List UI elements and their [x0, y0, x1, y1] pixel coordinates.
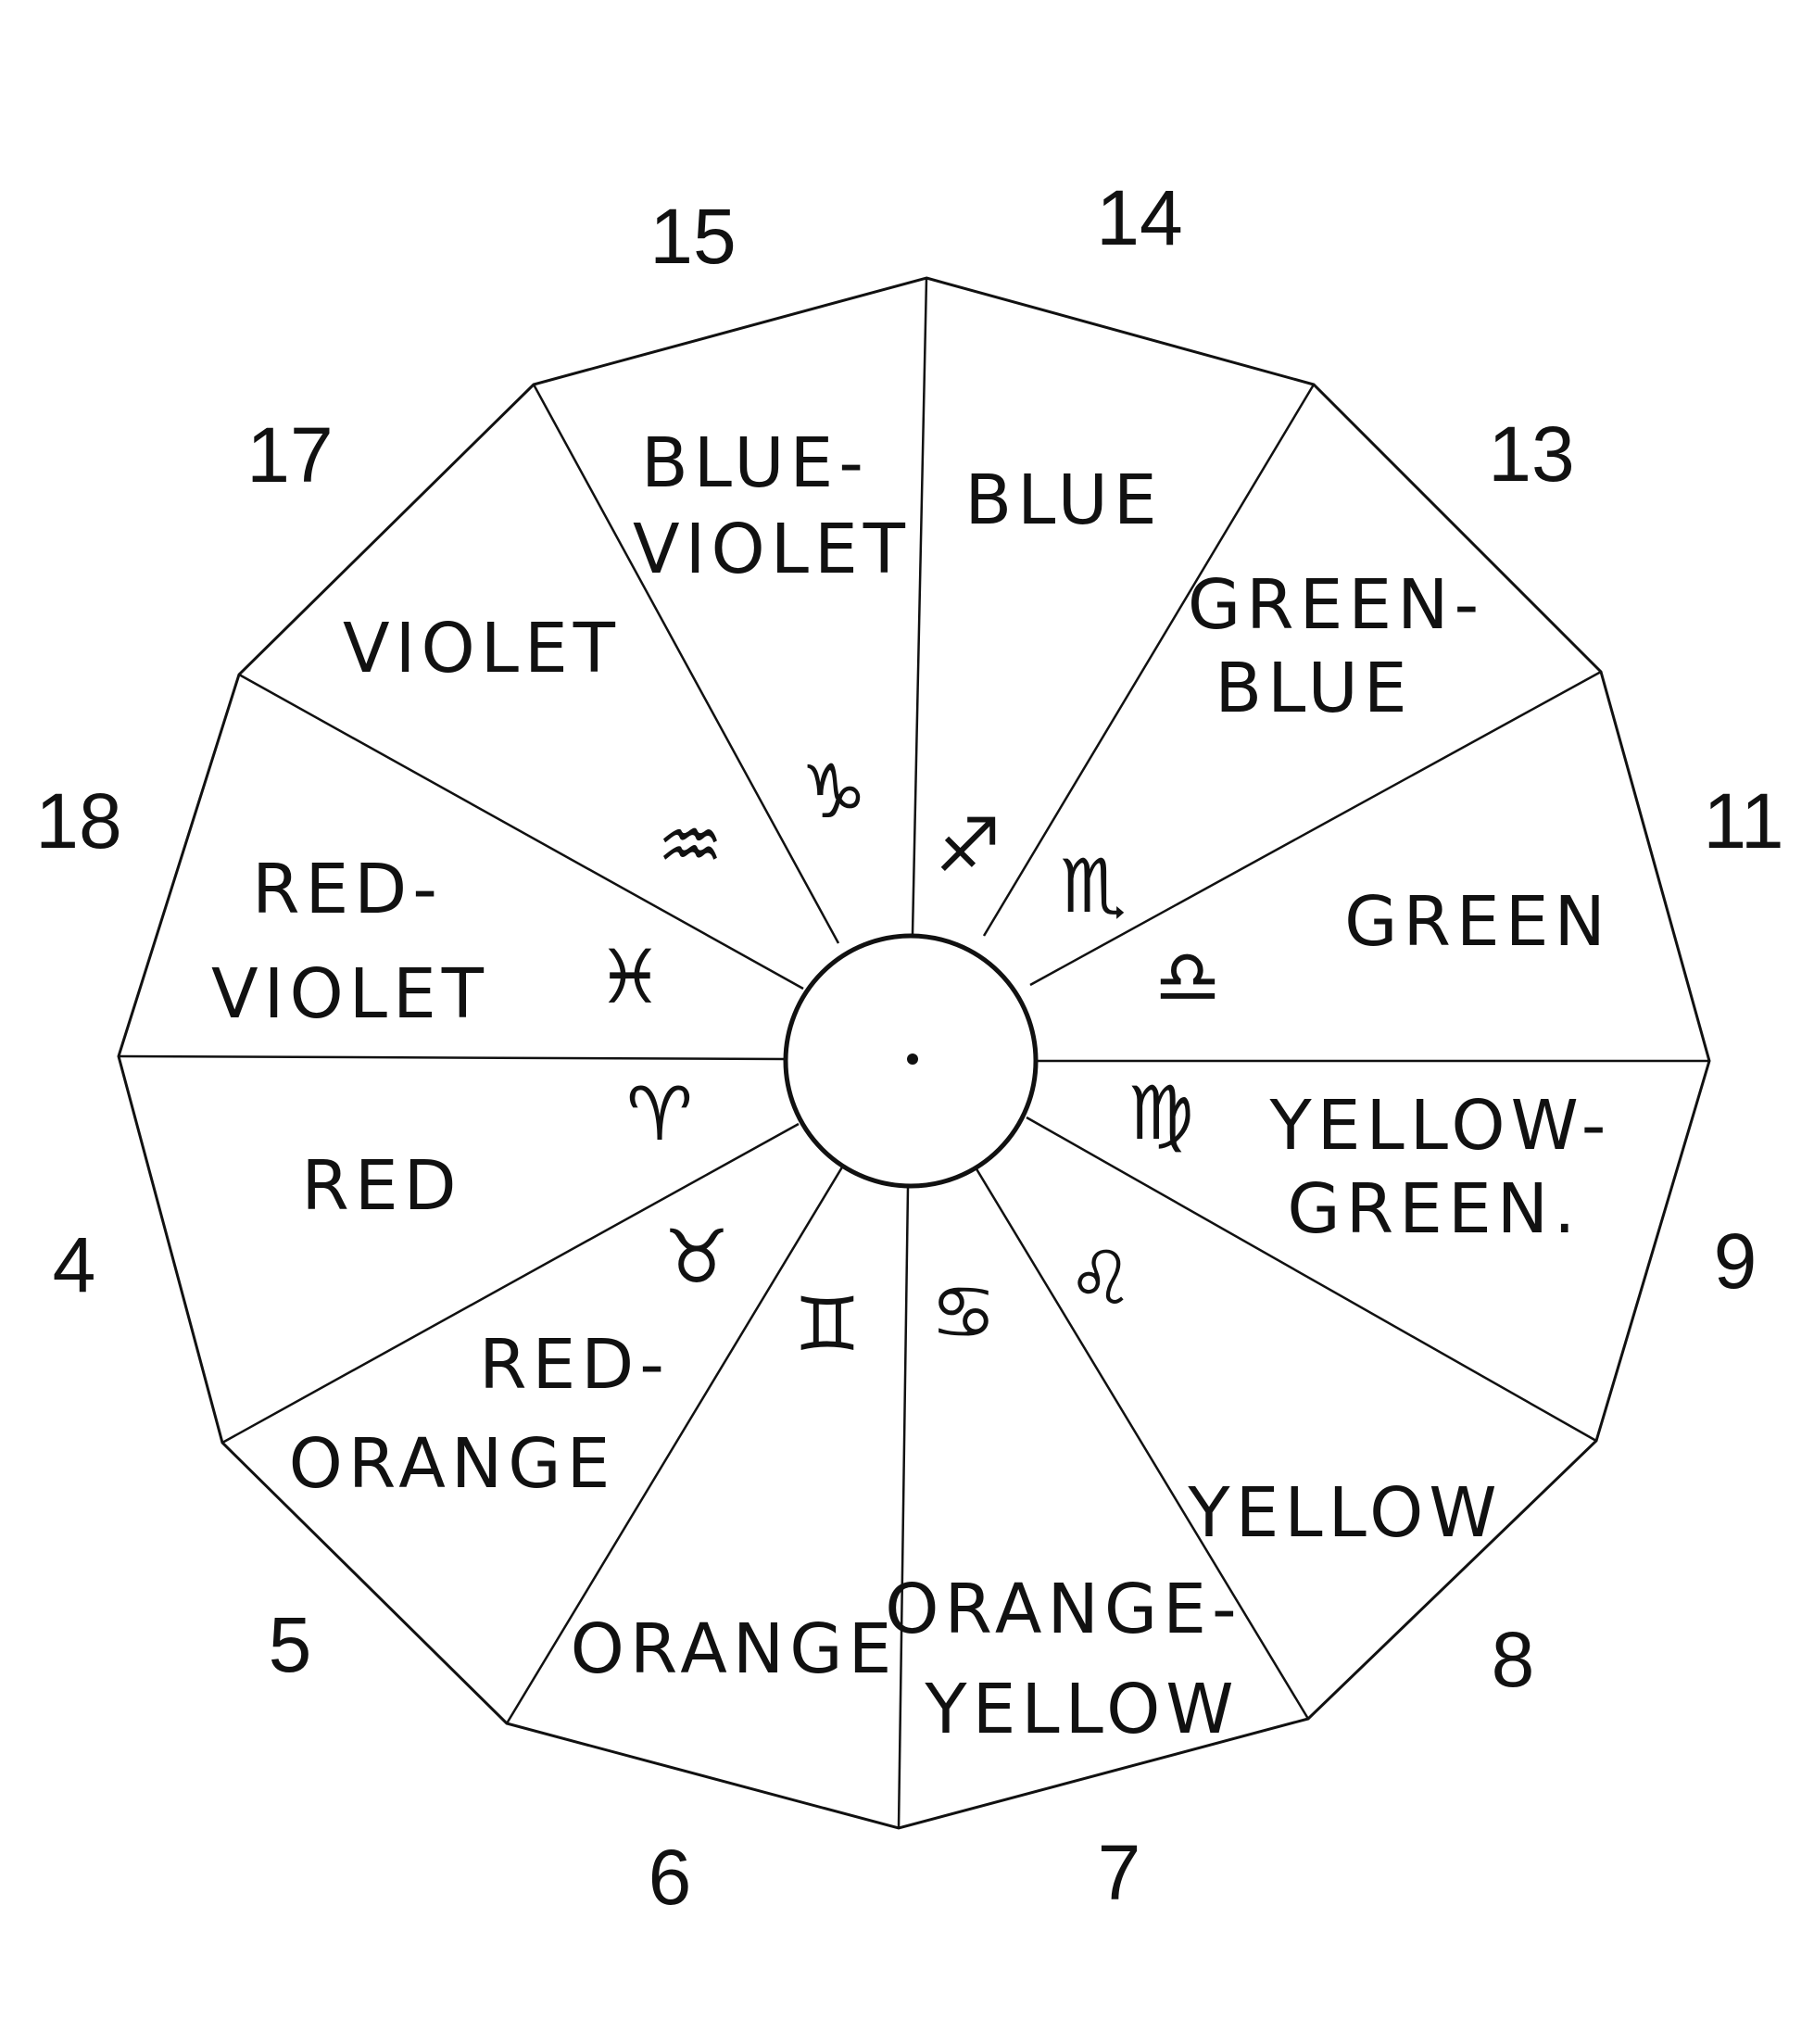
- cancer-icon: ♋: [930, 1269, 997, 1356]
- divider-line: [505, 1165, 845, 1724]
- color-label-green-blue-line1: GREEN-: [1188, 565, 1484, 645]
- segment-number: 14: [1096, 174, 1182, 261]
- segment-number: 5: [269, 1601, 312, 1688]
- color-label-yellow-green-line2: GREEN.: [1287, 1169, 1581, 1249]
- segment-number: 6: [649, 1834, 692, 1921]
- divider-line: [118, 1054, 787, 1061]
- color-label-red-violet-line2: VIOLET: [211, 954, 489, 1034]
- segment-number: 8: [1492, 1616, 1535, 1703]
- color-label-green-blue-line2: BLUE: [1215, 649, 1412, 728]
- segment-number: 18: [35, 777, 121, 864]
- color-label-green: GREEN: [1344, 882, 1611, 962]
- color-labels: BLUE GREEN- BLUE GREEN YELLOW- GREEN. YE…: [211, 423, 1612, 1749]
- color-label-blue-violet-line1: BLUE-: [641, 423, 869, 503]
- libra-icon: ♎: [1154, 934, 1221, 1020]
- segment-dividers: [118, 277, 1709, 1829]
- segment-number: 13: [1488, 410, 1574, 498]
- color-label-violet: VIOLET: [343, 609, 621, 688]
- divider-line: [982, 384, 1316, 937]
- gemini-icon: ♊: [794, 1281, 861, 1368]
- divider-line: [1029, 670, 1602, 987]
- divider-line: [221, 1122, 800, 1445]
- sagittarius-icon: ♐: [935, 802, 1001, 889]
- aquarius-icon: ♒: [657, 802, 724, 889]
- divider-line: [897, 1186, 910, 1829]
- color-label-yellow: YELLOW: [1187, 1473, 1502, 1553]
- taurus-icon: ♉: [663, 1214, 730, 1300]
- segment-number: 15: [649, 193, 736, 280]
- virgo-icon: ♍: [1127, 1070, 1194, 1156]
- divider-line: [974, 1167, 1310, 1720]
- divider-line: [238, 673, 804, 990]
- divider-line: [911, 277, 928, 935]
- color-label-red-orange-line1: RED-: [479, 1325, 670, 1405]
- segment-number: 9: [1714, 1218, 1757, 1305]
- color-label-red-violet-line1: RED-: [252, 850, 443, 929]
- aries-icon: ♈: [626, 1071, 693, 1157]
- color-label-red: RED: [301, 1146, 461, 1226]
- leo-icon: ♌: [1067, 1235, 1134, 1321]
- divider-line: [1026, 1116, 1597, 1443]
- color-label-orange-yellow-line2: YELLOW: [924, 1670, 1239, 1749]
- pisces-icon: ♓: [597, 934, 663, 1020]
- zodiac-symbols: ♐ ♏ ♎ ♍ ♌ ♋ ♊ ♉ ♈ ♓ ♒ ♑: [597, 749, 1221, 1368]
- segment-number: 11: [1703, 777, 1783, 864]
- segment-number: 4: [53, 1221, 96, 1308]
- divider-line: [532, 384, 840, 944]
- color-label-blue: BLUE: [964, 461, 1162, 540]
- color-label-red-orange-line2: ORANGE: [289, 1424, 616, 1504]
- segment-numbers: 14 13 11 9 8 7 6 5 4 18 17 15: [35, 174, 1783, 1921]
- scorpio-icon: ♏: [1060, 843, 1127, 929]
- center-dot: [907, 1054, 918, 1065]
- color-label-orange: ORANGE: [571, 1609, 898, 1689]
- color-label-orange-yellow-line1: ORANGE-: [885, 1570, 1241, 1649]
- segment-number: 7: [1098, 1829, 1141, 1916]
- segment-number: 17: [246, 411, 333, 498]
- color-label-yellow-green-line1: YELLOW-: [1269, 1086, 1612, 1166]
- capricorn-icon: ♑: [800, 749, 867, 835]
- color-label-blue-violet-line2: VIOLET: [633, 510, 911, 589]
